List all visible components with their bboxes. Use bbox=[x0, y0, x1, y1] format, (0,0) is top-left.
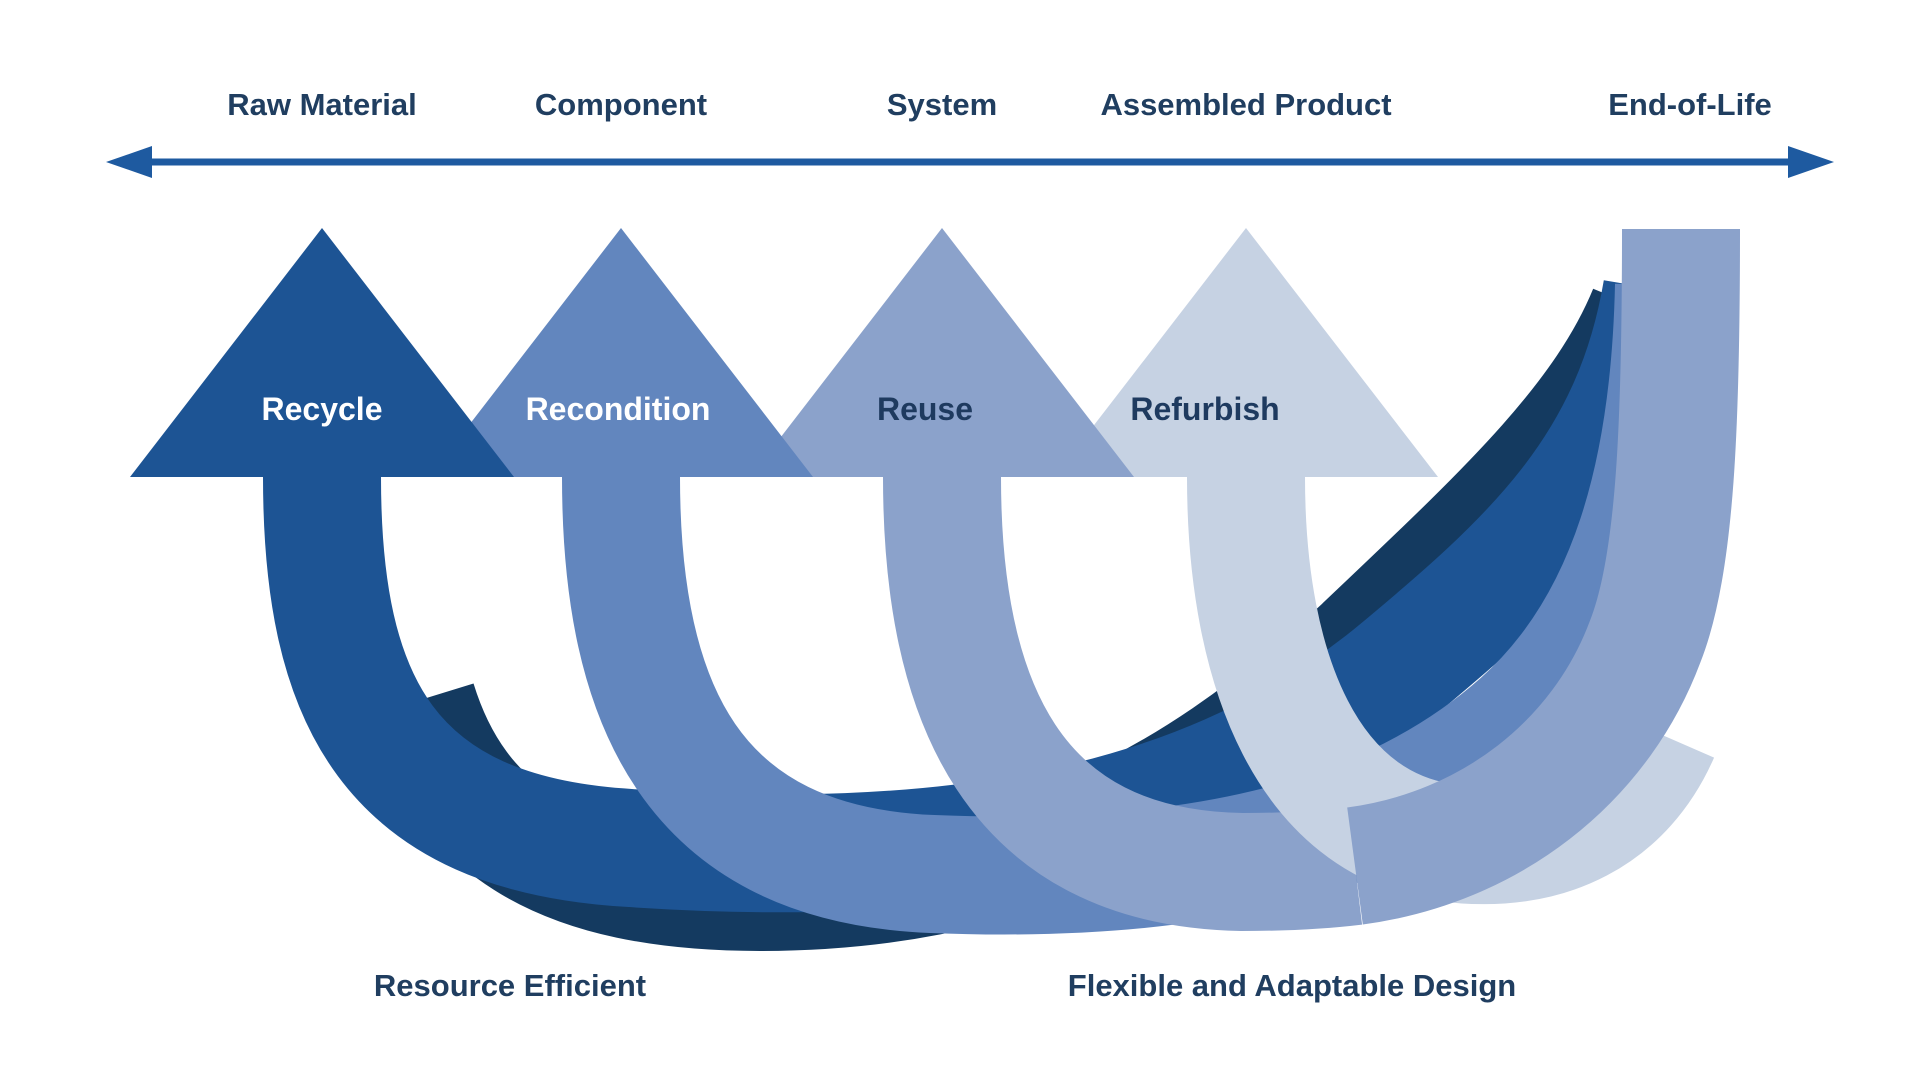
loop-label-recycle: Recycle bbox=[262, 391, 383, 427]
captions: Resource Efficient Flexible and Adaptabl… bbox=[374, 968, 1516, 1003]
caption-resource-efficient: Resource Efficient bbox=[374, 968, 646, 1003]
lifecycle-axis bbox=[106, 146, 1834, 178]
ribbon-reuse-bottom bbox=[883, 476, 1363, 932]
arrowhead-recycle-icon bbox=[130, 228, 514, 477]
arrowhead-recondition-icon bbox=[429, 228, 813, 477]
loop-label-recondition: Recondition bbox=[526, 391, 711, 427]
stage-label-end-of-life: End-of-Life bbox=[1608, 87, 1772, 122]
arrowhead-reuse-icon bbox=[750, 228, 1134, 477]
ribbon-reuse-rise bbox=[1346, 228, 1740, 925]
axis-arrowhead-left-icon bbox=[106, 146, 152, 178]
loop-labels: Recycle Recondition Reuse Refurbish bbox=[262, 391, 1280, 427]
loop-label-reuse: Reuse bbox=[877, 391, 973, 427]
stage-label-raw-material: Raw Material bbox=[227, 87, 417, 122]
loop-arrowheads bbox=[130, 228, 1438, 477]
loop-label-refurbish: Refurbish bbox=[1130, 391, 1279, 427]
arrowhead-refurbish-icon bbox=[1054, 228, 1438, 477]
stage-label-assembled-product: Assembled Product bbox=[1100, 87, 1391, 122]
loop-ribbons bbox=[263, 228, 1740, 952]
stage-label-system: System bbox=[887, 87, 997, 122]
caption-flexible-adaptable-design: Flexible and Adaptable Design bbox=[1068, 968, 1516, 1003]
axis-arrowhead-right-icon bbox=[1788, 146, 1834, 178]
stage-labels: Raw Material Component System Assembled … bbox=[227, 87, 1772, 122]
stage-label-component: Component bbox=[535, 87, 707, 122]
